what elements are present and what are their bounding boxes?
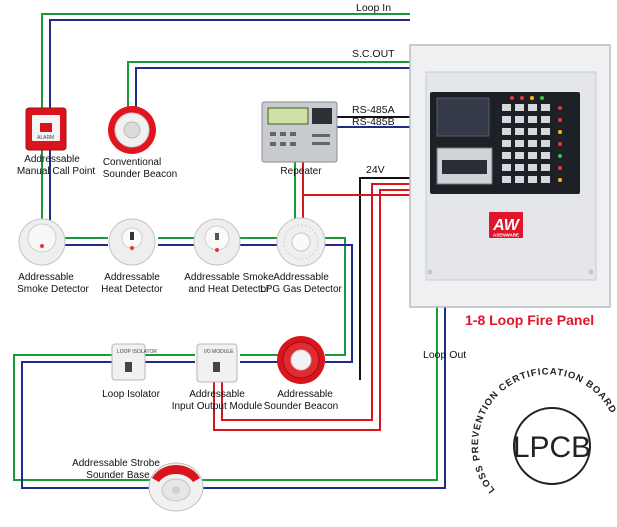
smoke-label-line2: Smoke Detector bbox=[17, 284, 89, 295]
smoke-label-line1: Addressable bbox=[18, 272, 74, 283]
svg-text:LOOP ISOLATOR: LOOP ISOLATOR bbox=[117, 349, 157, 355]
addr-sounder-label-line1: Addressable bbox=[277, 389, 333, 400]
smoke-heat-label-line1: Addressable Smoke bbox=[184, 272, 274, 283]
panel-title: 1-8 Loop Fire Panel bbox=[465, 312, 594, 328]
conventional-sounder-beacon bbox=[108, 106, 156, 154]
svg-text:ALARM: ALARM bbox=[37, 135, 54, 141]
smoke-heat-label-line2: and Heat Detector bbox=[188, 284, 270, 295]
row2-to-row3-green bbox=[325, 237, 346, 356]
isolator-to-strobe-green bbox=[13, 354, 150, 481]
loop-isolator: LOOP ISOLATOR bbox=[111, 343, 157, 381]
sc-out-label: S.C.OUT bbox=[352, 48, 395, 60]
v24-wire-red-2 bbox=[213, 189, 410, 431]
mcp-label-line2: Manual Call Point bbox=[17, 166, 96, 177]
heat-label-line1: Addressable bbox=[104, 272, 160, 283]
panel-keypad bbox=[502, 104, 550, 183]
asenware-logo-mark: AW bbox=[492, 217, 521, 234]
strobe-base-label-line2: Sounder Base bbox=[86, 470, 150, 481]
input-output-module: I/O MODULE bbox=[196, 343, 238, 383]
loop-in-wire-blue bbox=[49, 19, 410, 110]
addressable-lpg-gas-detector bbox=[276, 217, 326, 267]
row2-to-row3-blue bbox=[325, 244, 353, 363]
lpg-label-line1: Addressable bbox=[273, 272, 329, 283]
io-module-label-line2: Input Output Module bbox=[172, 401, 263, 412]
loop-in-label: Loop In bbox=[356, 2, 391, 14]
isolator-label: Loop Isolator bbox=[102, 389, 160, 400]
svg-text:I/O MODULE: I/O MODULE bbox=[204, 349, 234, 355]
addressable-sounder-beacon bbox=[277, 336, 325, 384]
addressable-heat-detector bbox=[108, 218, 156, 266]
addr-sounder-label-line2: Sounder Beacon bbox=[264, 401, 339, 412]
fire-panel: AW ASENWARE bbox=[409, 44, 611, 308]
strobe-base-label-line1: Addressable Strobe bbox=[72, 458, 160, 469]
mcp-label-line1: Addressable bbox=[24, 154, 80, 165]
repeater-label: Repeater bbox=[280, 166, 322, 177]
v24-wire-black bbox=[359, 177, 410, 380]
sc-out-wire-blue bbox=[135, 67, 410, 112]
rs485a-label: RS-485A bbox=[352, 104, 395, 116]
loop-out-blue bbox=[200, 305, 446, 489]
panel-lcd-screen bbox=[436, 97, 490, 137]
isolator-to-strobe-blue bbox=[21, 361, 150, 489]
asenware-logo-text: ASENWARE bbox=[493, 233, 519, 238]
v24-label: 24V bbox=[366, 164, 385, 176]
loop-out-green bbox=[200, 305, 438, 481]
repeater-panel bbox=[261, 101, 338, 163]
sc-out-wire-green bbox=[127, 61, 410, 112]
conv-sounder-label-line1: Conventional bbox=[103, 157, 161, 168]
manual-call-point: ALARM bbox=[25, 107, 67, 151]
panel-indicator-leds bbox=[510, 96, 562, 182]
v24-wire-red-1 bbox=[221, 183, 410, 421]
addressable-smoke-detector bbox=[18, 218, 66, 266]
lpcb-certification-mark: LPCB LOSS PREVENTION CERTIFICATION BOARD bbox=[470, 366, 617, 495]
loop-out-label: Loop Out bbox=[423, 349, 466, 361]
addressable-strobe-sounder-base bbox=[148, 462, 204, 512]
loop-in-wire-green bbox=[41, 13, 410, 110]
conv-sounder-label-line2: Sounder Beacon bbox=[103, 169, 178, 180]
rs485b-label: RS-485B bbox=[352, 116, 395, 128]
lpg-label-line2: LPG Gas Detector bbox=[260, 284, 342, 295]
asenware-logo: AW ASENWARE bbox=[489, 212, 523, 238]
io-module-label-line1: Addressable bbox=[189, 389, 245, 400]
wiring bbox=[13, 13, 446, 489]
lpcb-mark-text: LPCB bbox=[513, 431, 591, 464]
heat-label-line2: Heat Detector bbox=[101, 284, 163, 295]
addressable-smoke-heat-detector bbox=[193, 218, 241, 266]
